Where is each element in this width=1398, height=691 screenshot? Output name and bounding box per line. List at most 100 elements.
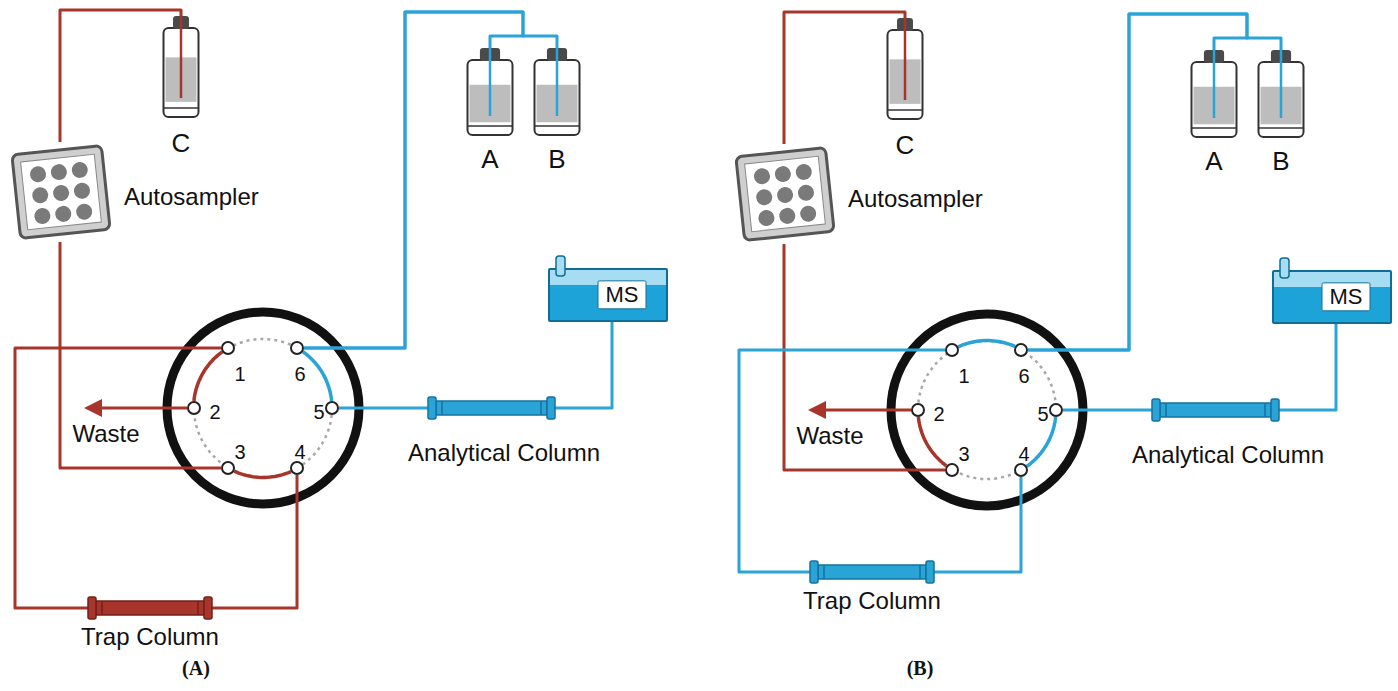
valve-port-label: 6 [1018, 365, 1029, 388]
valve-port-label: 2 [209, 401, 220, 424]
solvent-bottle: C [886, 18, 924, 120]
autosampler: Autosampler [734, 144, 836, 244]
sample-vial [797, 184, 815, 202]
ms-inlet [1278, 256, 1298, 276]
valve-port-label: 2 [933, 403, 944, 426]
column-end-fitting [428, 397, 436, 419]
valve-housing [891, 314, 1083, 506]
waste-label: Waste [796, 422, 863, 450]
column-ring [919, 565, 921, 579]
panel-label: (B) [907, 657, 934, 680]
solvent-bottle-label: A [1205, 147, 1222, 177]
analytical-column-label: Analytical Column [408, 439, 600, 467]
valve-port: 6 [290, 341, 304, 355]
trap-column-icon [810, 561, 934, 583]
mass-spectrometer: MS [548, 268, 668, 322]
autosampler-label: Autosampler [848, 185, 983, 213]
valve-port: 2 [187, 401, 201, 415]
tubing [1028, 14, 1247, 350]
autosampler-icon [10, 142, 112, 242]
tubing [1028, 14, 1281, 350]
sample-vial [753, 168, 771, 186]
six-port-valve [891, 314, 1083, 506]
bottle-base [1259, 127, 1304, 129]
sampler-plate [21, 154, 102, 229]
column-ring [441, 401, 443, 415]
valve-rotor [194, 339, 332, 477]
valve-port: 6 [1014, 343, 1028, 357]
analytical-column-icon [428, 397, 555, 419]
valve-port-label: 5 [313, 401, 324, 424]
ms-inlet-tube [1280, 258, 1289, 278]
valve-port-label: 5 [1037, 403, 1048, 426]
valve-port: 3 [945, 463, 959, 477]
waste-line [822, 409, 911, 412]
sample-vial [776, 186, 794, 204]
column-ring [1165, 403, 1167, 417]
solvent-bottle: B [1257, 50, 1305, 138]
valve-port: 4 [1014, 463, 1028, 477]
valve-port: 1 [945, 343, 959, 357]
column-ring [197, 601, 199, 615]
solvent-bottle-icon [1257, 50, 1305, 138]
trap-column-label: Trap Column [81, 623, 219, 651]
bottle-base [1192, 127, 1237, 129]
valve-port: 5 [1049, 403, 1063, 417]
solvent-bottle-label: A [481, 145, 498, 175]
trap-column: Trap Column [88, 597, 212, 619]
analytical-column: Analytical Column [1152, 399, 1279, 421]
solvent-bottle: A [1190, 50, 1238, 138]
solvent-line [180, 16, 183, 98]
mass-spectrometer-label: MS [598, 280, 647, 309]
waste-arrowhead [808, 401, 826, 419]
tubing [934, 477, 1021, 572]
valve-port-label: 1 [234, 363, 245, 386]
column-body [436, 401, 547, 415]
column-end-fitting [926, 561, 934, 583]
valve-channel [194, 352, 222, 401]
waste-arrow [84, 399, 187, 417]
solvent-bottle: B [533, 48, 581, 136]
tubing [212, 475, 297, 608]
waste-arrowhead [84, 399, 102, 417]
column-ring [101, 601, 103, 615]
solvent-line [1213, 50, 1216, 118]
waste-arrow [808, 401, 911, 419]
column-body [1160, 403, 1271, 417]
column-end-fitting [1152, 399, 1160, 421]
solvent-line [489, 48, 492, 116]
autosampler-icon [734, 144, 836, 244]
tubing [60, 242, 221, 468]
trap-column-icon [88, 597, 212, 619]
sample-vial [31, 186, 49, 204]
waste-label: Waste [72, 420, 139, 448]
tubing [304, 12, 557, 348]
analytical-column: Analytical Column [428, 397, 555, 419]
solvent-bottle-label: C [172, 129, 191, 159]
solvent-bottle: A [466, 48, 514, 136]
tubing [339, 407, 428, 410]
sample-vial [52, 184, 70, 202]
column-end-fitting [1271, 399, 1279, 421]
sample-vial [758, 209, 776, 227]
column-end-fitting [810, 561, 818, 583]
tubing [1063, 409, 1152, 412]
valve-housing [167, 312, 359, 504]
six-port-valve [167, 312, 359, 504]
solvent-line [1280, 50, 1283, 118]
valve-port-label: 4 [1018, 443, 1029, 466]
bottle-base [888, 109, 923, 111]
valve-port-label: 6 [294, 363, 305, 386]
valve-port: 1 [221, 341, 235, 355]
valve-rotor [918, 341, 1056, 479]
sample-vial [774, 165, 792, 183]
ms-inlet [554, 254, 574, 274]
sample-vial [34, 207, 52, 225]
valve-channel [303, 352, 332, 401]
column-end-fitting [547, 397, 555, 419]
column-ring [823, 565, 825, 579]
sampler-tray [736, 148, 834, 241]
waste-line [98, 407, 187, 410]
autosampler-label: Autosampler [124, 183, 259, 211]
